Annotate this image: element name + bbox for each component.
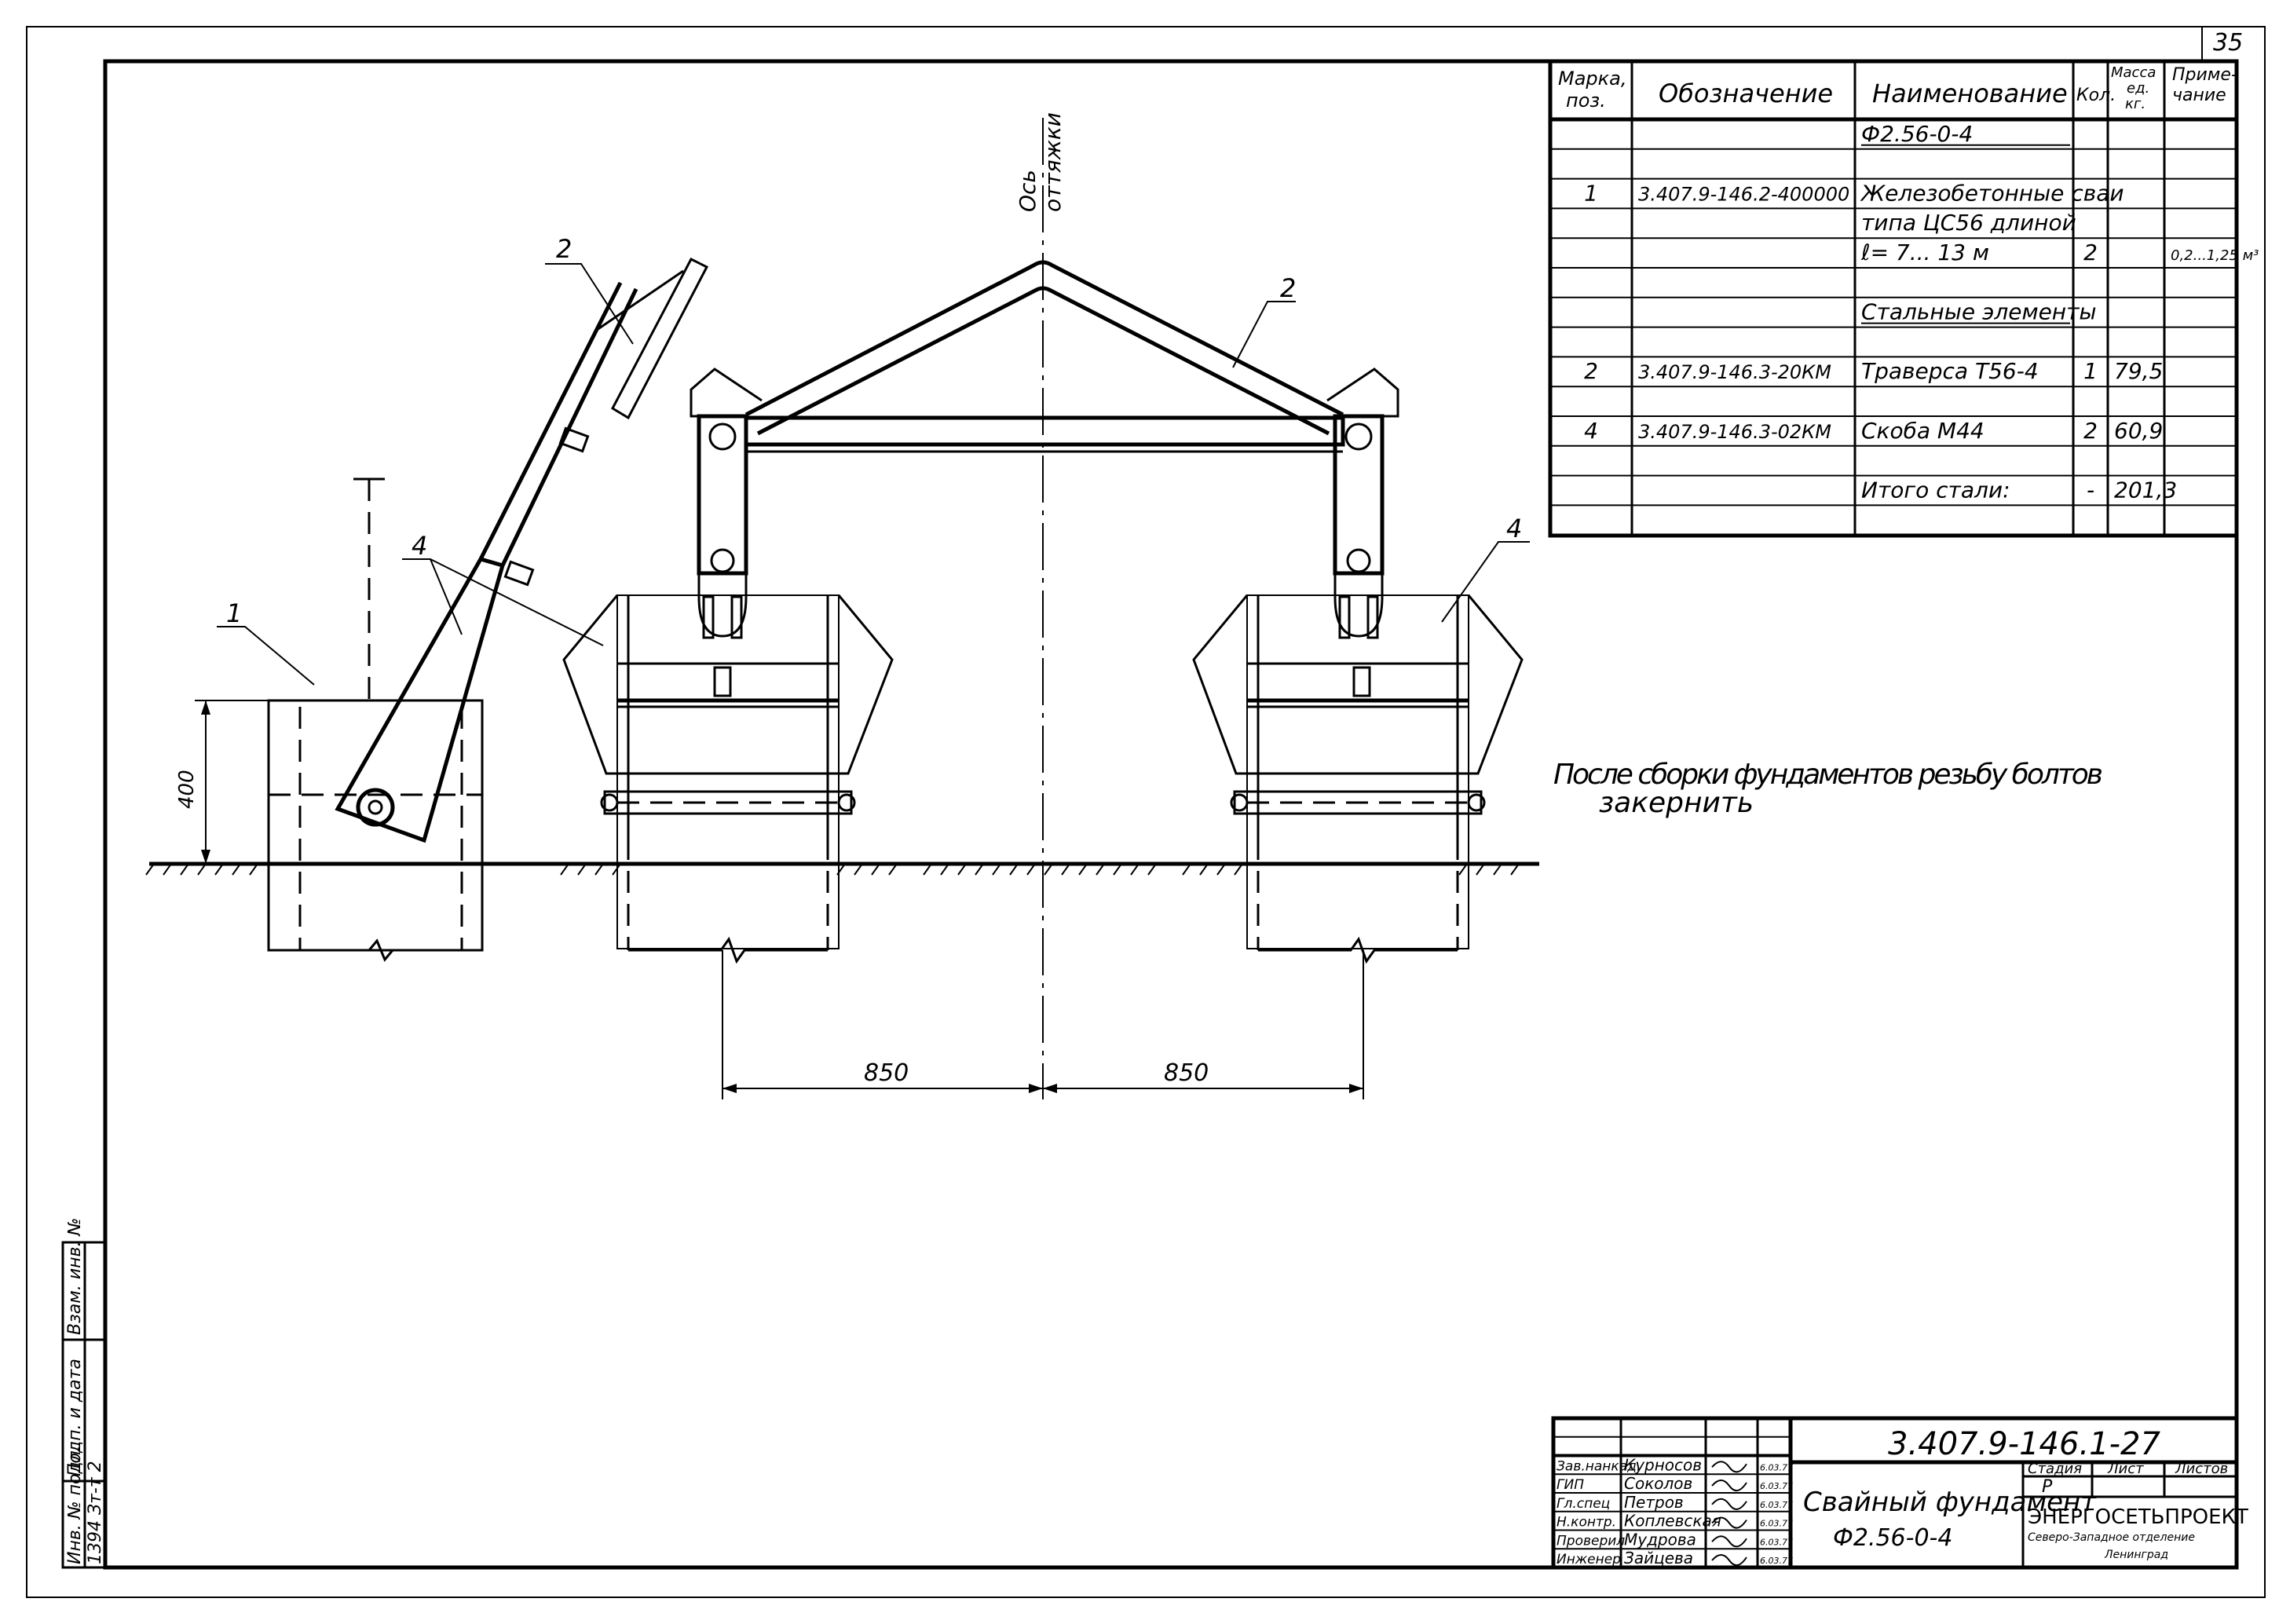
title-role: Н.контр. — [1557, 1515, 1616, 1531]
spec-cell-name: Итого стали: — [1861, 477, 2010, 503]
hdr-qty: Кол. — [2076, 86, 2116, 105]
spec-cell-name: Стальные элементы — [1861, 299, 2097, 325]
front-pile-left — [562, 594, 894, 964]
title-date: 6.03.77 — [1760, 1519, 1793, 1529]
spec-cell-mass: 60,9 — [2114, 418, 2163, 444]
hdr-designation: Обозначение — [1659, 79, 1833, 108]
page-number: 35 — [2213, 29, 2243, 57]
signature-scribble — [1711, 1480, 1747, 1491]
signature-scribble — [1711, 1461, 1747, 1473]
spec-cell-designation: 3.407.9-146.3-02КМ — [1638, 421, 1831, 443]
traverse — [690, 260, 1399, 639]
sheets-header: Листов — [2175, 1461, 2228, 1477]
stamp-inv-value: 1394 Зт-т 2 — [86, 1461, 105, 1564]
spec-cell-mark: 2 — [1584, 358, 1598, 384]
title-role: Инженер — [1557, 1552, 1621, 1567]
title-date: 6.03.77 — [1760, 1481, 1793, 1491]
title-person: Мудрова — [1624, 1530, 1696, 1549]
hdr-mark-2: поз. — [1566, 90, 1606, 112]
title-date: 6.03.77 — [1760, 1556, 1793, 1566]
hdr-note: Приме- — [2172, 65, 2237, 85]
hdr-mass: Масса — [2111, 64, 2156, 81]
callout-2-right: 2 — [1280, 273, 1296, 303]
side-stamp: Взам. инв. № Подп. и дата Инв. № подл. 1… — [61, 1218, 107, 1569]
spec-cell-mass: 201,3 — [2114, 477, 2177, 503]
spec-cell-name: Скоба М44 — [1861, 418, 1985, 444]
callout-2-left: 2 — [556, 234, 572, 264]
stage-header: Стадия — [2028, 1461, 2082, 1477]
title-role: Гл.спец — [1557, 1496, 1610, 1512]
front-pile-right — [1192, 594, 1524, 964]
inner-frame — [103, 59, 2239, 1570]
dim-850-right: 850 — [1164, 1059, 1209, 1087]
title-person: Коплевская — [1624, 1512, 1721, 1531]
title-person: Петров — [1624, 1493, 1684, 1512]
stage-value: Р — [2042, 1477, 2053, 1497]
spec-table: Ф2.56-0-4 1 3.407.9-146.2-400000 Железобето… — [1548, 59, 2259, 538]
doc-title-line2: Ф2.56-0-4 — [1833, 1524, 1952, 1552]
title-person: Соколов — [1624, 1474, 1692, 1493]
doc-title-line1: Свайный фундамент — [1803, 1487, 2097, 1518]
side-view-pile — [267, 477, 484, 962]
org-line2: Северо-Западное отделение — [2028, 1531, 2195, 1544]
callout-1: 1 — [226, 598, 242, 628]
axis-label-line2: оттяжки — [1040, 112, 1066, 212]
anchor-rod — [335, 258, 709, 843]
assembly-note-line2: закернить — [1599, 787, 1754, 819]
hdr-mass-2: ед. — [2127, 80, 2149, 97]
hdr-note-2: чание — [2172, 86, 2226, 105]
assembly-note-line1: После сборки фундаментов резьбу болтов — [1553, 759, 2103, 791]
spec-cell-mark: 4 — [1584, 418, 1598, 444]
ground-line — [145, 861, 1539, 876]
hdr-mass-3: кг. — [2125, 96, 2146, 112]
spec-cell-mass: 79,5 — [2114, 358, 2163, 384]
signature-scribble — [1711, 1516, 1747, 1529]
spec-cell-note: 0,2...1,25 м³ — [2171, 247, 2259, 264]
stamp-sign-label: Подп. и дата — [65, 1359, 85, 1476]
signature-scribble — [1711, 1535, 1747, 1548]
spec-cell-name: типа ЦС56 длиной — [1861, 210, 2076, 236]
spec-cell-qty: 2 — [2083, 240, 2098, 265]
title-role: Проверил — [1557, 1533, 1625, 1549]
callout-4-left: 4 — [412, 531, 427, 561]
spec-cell-name: Ф2.56-0-4 — [1861, 121, 1973, 147]
dimension-400: 400 — [175, 700, 269, 864]
spec-cell-name: Железобетонные сваи — [1860, 180, 2124, 206]
org-line3: Ленинград — [2104, 1549, 2168, 1561]
stamp-replace-label: Взам. инв. № — [65, 1218, 85, 1335]
spec-cell-qty: 2 — [2083, 418, 2098, 444]
signature-scribble — [1711, 1498, 1747, 1510]
hdr-mark: Марка, — [1558, 68, 1626, 90]
sheet-header: Лист — [2107, 1461, 2144, 1477]
spec-cell-designation: 3.407.9-146.3-20КМ — [1638, 361, 1831, 383]
callout-4-right: 4 — [1506, 514, 1522, 543]
spec-cell-name: Траверса Т56-4 — [1861, 358, 2039, 384]
dim-850-left: 850 — [864, 1059, 909, 1087]
dimension-850: 850 850 — [722, 950, 1364, 1099]
doc-code: 3.407.9-146.1-27 — [1888, 1426, 2161, 1462]
title-person: Зайцева — [1624, 1549, 1693, 1567]
axis-label-line1: Ось — [1015, 170, 1041, 212]
spec-cell-qty: 1 — [2083, 358, 2098, 384]
title-date: 6.03.77 — [1760, 1537, 1793, 1547]
title-role: Зав.нанкад. — [1557, 1458, 1641, 1474]
title-person: Курносов — [1624, 1455, 1702, 1474]
dim-400-label: 400 — [175, 770, 199, 809]
title-role: ГИП — [1557, 1477, 1584, 1493]
spec-cell-designation: 3.407.9-146.2-400000 — [1638, 183, 1849, 205]
signature-scribble — [1711, 1554, 1747, 1566]
callouts: 1 2 2 4 4 — [217, 234, 1530, 686]
title-date: 6.03.77 — [1760, 1462, 1793, 1472]
spec-cell-name: ℓ= 7... 13 м — [1860, 240, 1989, 265]
hdr-name: Наименование — [1872, 79, 2068, 108]
outer-frame — [26, 26, 2266, 1598]
title-date: 6.03.77 — [1760, 1500, 1793, 1510]
org-line1: ЭНЕРГОСЕТЬПРОЕКТ — [2028, 1505, 2248, 1529]
spec-cell-qty: - — [2087, 477, 2094, 503]
stamp-inv-label: Инв. № подл. — [65, 1445, 85, 1564]
spec-cell-mark: 1 — [1584, 180, 1598, 206]
